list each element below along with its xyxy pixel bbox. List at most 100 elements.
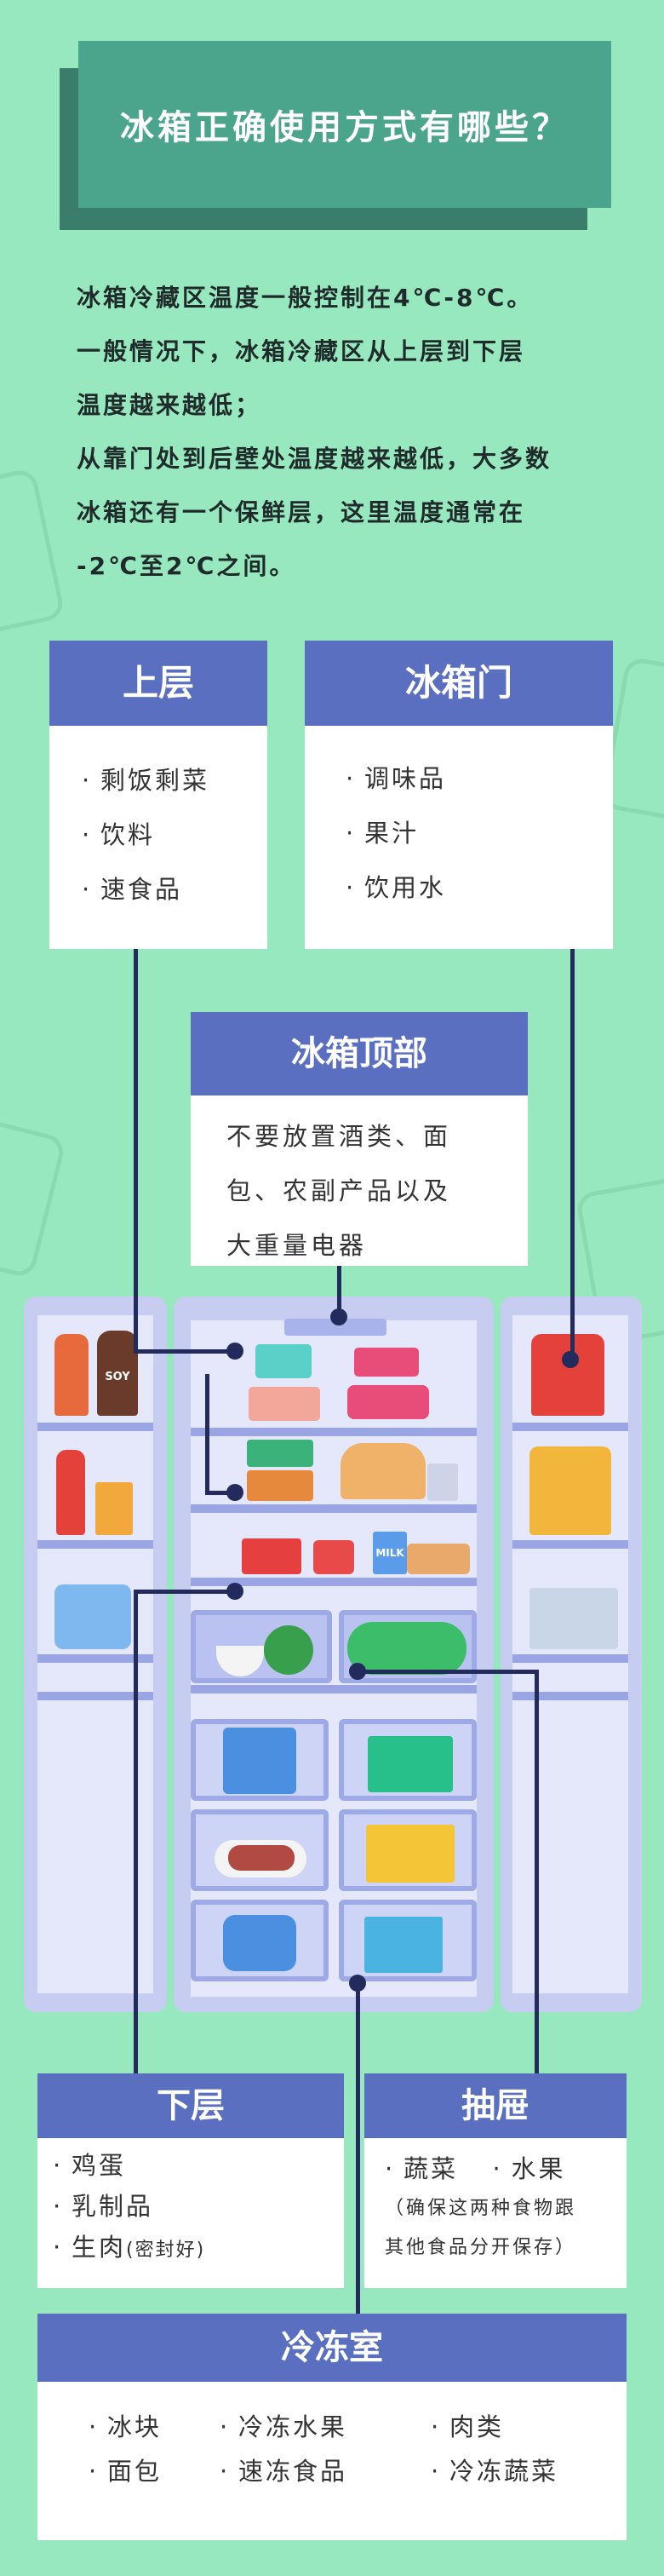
fridge-shelf [191,1428,477,1436]
ketchup-bottle [56,1450,85,1535]
frozen-fruit-box [368,1736,453,1792]
connector-line [134,1590,138,2075]
drawer-note: （确保这两种食物跟 [385,2198,577,2219]
food-container [247,1440,313,1467]
list-item: ·肉类 [431,2412,505,2441]
soy-sauce-bottle: SOY [97,1331,138,1416]
list-item: ·生肉(密封好) [53,2233,206,2262]
intro-text: 冰箱冷藏区温度一般控制在4℃-8℃。 一般情况下，冰箱冷藏区从上层到下层 温度越… [77,271,604,593]
connector-line [205,1374,209,1493]
food-container [347,1385,429,1419]
intro-line: 温度越来越低； [77,391,262,419]
list-item: ·速食品 [82,875,183,904]
drawer-title: 抽屉 [364,2073,627,2138]
top-card: 冰箱顶部 不要放置酒类、面 包、农副产品以及 大重量电器 [191,1012,528,1266]
egg-tray [407,1544,470,1574]
intro-line: 冰箱冷藏区温度一般控制在4℃-8℃。 [77,284,534,312]
soy-label: SOY [105,1371,130,1383]
lower-title: 下层 [37,2073,344,2138]
bread-loaf [341,1443,426,1499]
list-item: ·调味品 [346,764,447,793]
door-shelf [512,1423,628,1431]
drawer-card: 抽屉 ·蔬菜 ·水果 （确保这两种食物跟 其他食品分开保存） [364,2073,627,2288]
vegetables [347,1622,467,1675]
door-shelf [37,1423,153,1431]
door-shelf [37,1540,153,1549]
fridge-shelf [191,1578,477,1586]
connector-dot [226,1343,243,1360]
connector-line [356,1670,538,1674]
soda-cans [242,1538,301,1574]
list-item: ·鸡蛋 [53,2151,127,2180]
connector-dot [226,1484,243,1501]
lower-note: (密封好) [126,2240,206,2261]
fridge-illustration: MILK SOY [24,1297,642,2012]
fridge-shelf [191,1504,477,1513]
connector-line [134,1349,236,1354]
decor-outline [0,1114,67,1279]
connector-line [134,1590,236,1594]
frozen-food-box [366,1825,455,1883]
top-text: 包、农副产品以及 [226,1176,452,1205]
title-banner: 冰箱正确使用方式有哪些？ [78,41,611,208]
door-shelf [37,1654,153,1663]
list-item: ·果汁 [346,819,420,848]
upper-title: 上层 [49,641,267,726]
list-item: 蔬菜 [404,2154,459,2183]
food-container [255,1344,312,1378]
frozen-vegetable-boxes [364,1917,443,1973]
lower-card: 下层 ·鸡蛋 ·乳制品 ·生肉(密封好) [37,2073,344,2288]
food-can [427,1463,458,1501]
intro-line: -2℃至2℃之间。 [77,552,296,580]
door-shelf [512,1540,628,1549]
milk-label: MILK [375,1547,404,1559]
list-item: ·冰块 [89,2412,163,2441]
freezer-drawer [191,1809,329,1891]
top-title: 冰箱顶部 [191,1012,528,1095]
list-item: ·饮料 [82,820,156,849]
intro-line: 冰箱还有一个保鲜层，这里温度通常在 [77,498,526,526]
food-container [354,1348,419,1377]
bread-container [223,1915,296,1971]
connector-line [535,1670,539,2075]
juice-bottles [529,1446,611,1535]
top-text: 不要放置酒类、面 [226,1122,452,1151]
juice-box [95,1482,133,1535]
list-item: ·速冻食品 [220,2457,348,2486]
food-container [249,1387,320,1421]
door-shelf [512,1692,628,1700]
connector-dot [562,1351,579,1368]
list-item: ·冷冻水果 [220,2412,348,2441]
drawer-note: 其他食品分开保存） [385,2237,577,2258]
upper-card: 上层 ·剩饭剩菜 ·饮料 ·速食品 [49,641,267,949]
connector-line [205,1491,238,1495]
sauce-bottle [54,1334,89,1416]
door-card: 冰箱门 ·调味品 ·果汁 ·饮用水 [305,641,613,949]
water-cartons [529,1588,618,1649]
connector-line [337,1266,341,1315]
connector-dot [349,1663,366,1680]
intro-line: 从靠门处到后壁处温度越来越低，大多数 [77,445,552,473]
fridge-shelf [191,1685,477,1693]
drawer-items: ·蔬菜 ·水果 [385,2154,566,2183]
water-bottles [54,1584,131,1649]
list-item: 水果 [511,2154,566,2183]
connector-dot [226,1583,243,1600]
watermelon [264,1625,313,1675]
ice-box [223,1728,296,1794]
food-container [247,1470,313,1501]
connector-line [570,949,575,1358]
list-item: ·乳制品 [53,2192,154,2221]
list-item: ·面包 [89,2457,163,2486]
decor-outline [0,467,66,641]
list-item: ·冷冻蔬菜 [431,2457,559,2486]
connector-line [134,949,138,1351]
list-item: ·剩饭剩菜 [82,766,210,795]
milk-carton: MILK [373,1532,407,1574]
page-title: 冰箱正确使用方式有哪些？ [120,108,570,147]
connector-line [356,1981,360,2314]
freezer-title: 冷冻室 [37,2314,627,2382]
list-item: ·饮用水 [346,873,447,902]
condiment-bottles [531,1334,604,1416]
meat [228,1845,295,1871]
